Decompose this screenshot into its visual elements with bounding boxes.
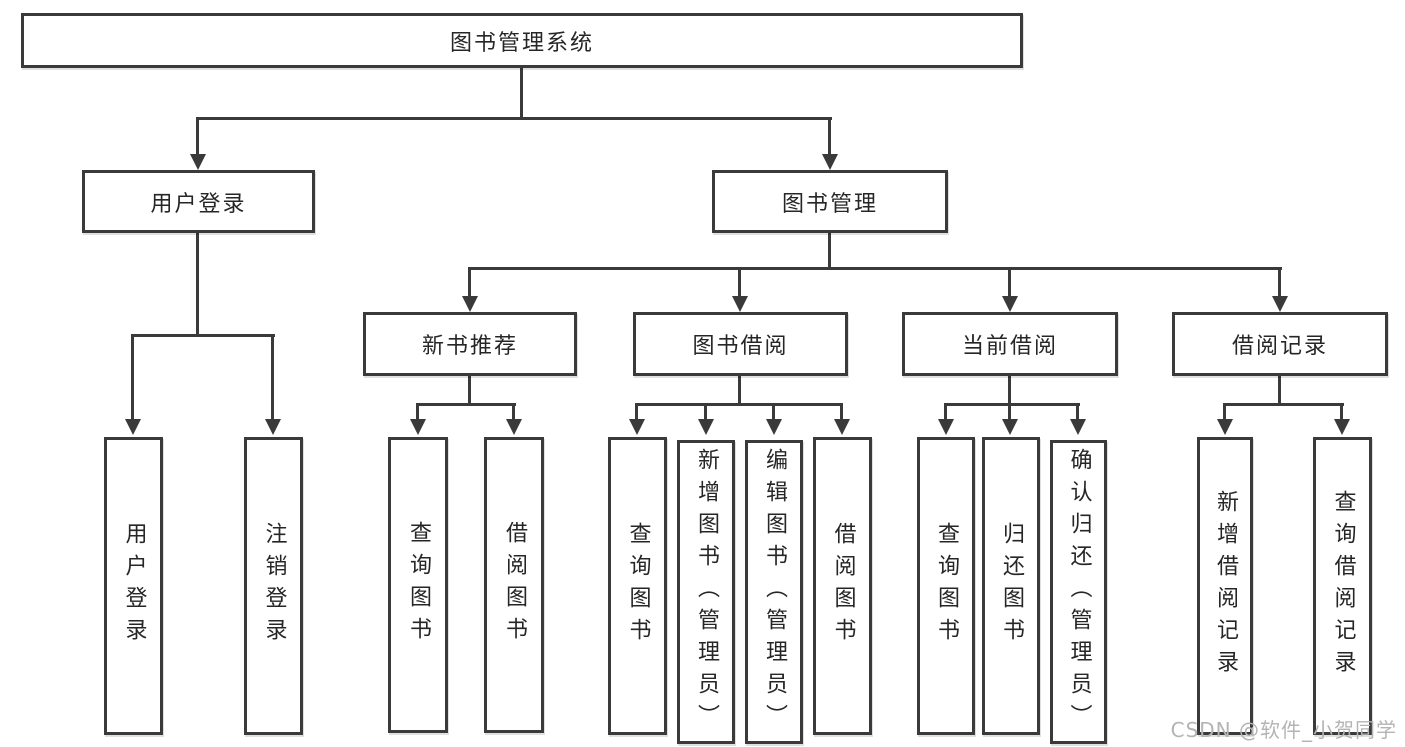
arrowhead-down-icon bbox=[732, 296, 748, 312]
connector-to-nr-query-book bbox=[416, 403, 419, 421]
connector-to-bb-query-book bbox=[635, 403, 638, 421]
arrowhead-down-icon bbox=[1002, 419, 1018, 435]
connector-to-br-query-record bbox=[1340, 403, 1343, 421]
connector-to-ul-logout bbox=[271, 334, 274, 420]
leaf-bb-query-book-label: 查询图书 bbox=[625, 522, 651, 650]
leaf-bb-add-book: 新增图书（管理员） bbox=[677, 440, 735, 744]
node-user-login-label: 用户登录 bbox=[150, 191, 247, 217]
node-current-borrow-label: 当前借阅 bbox=[961, 334, 1058, 359]
arrowhead-down-icon bbox=[938, 419, 954, 435]
leaf-logout-label: 注销登录 bbox=[261, 522, 287, 650]
arrowhead-down-icon bbox=[822, 154, 838, 170]
leaf-bb-query-book: 查询图书 bbox=[608, 437, 667, 735]
arrowhead-down-icon bbox=[698, 419, 714, 435]
node-new-book-recommend-label: 新书推荐 bbox=[421, 334, 518, 359]
arrowhead-down-icon bbox=[1334, 419, 1350, 435]
connector-to-br-add-record bbox=[1223, 403, 1226, 421]
leaf-br-query-record: 查询借阅记录 bbox=[1313, 437, 1372, 735]
leaf-br-add-record: 新增借阅记录 bbox=[1197, 437, 1253, 735]
arrowhead-down-icon bbox=[1217, 419, 1233, 435]
arrowhead-down-icon bbox=[190, 154, 206, 170]
arrowhead-down-icon bbox=[265, 419, 281, 435]
arrowhead-down-icon bbox=[125, 419, 141, 435]
connector-new-book-recommend-bus bbox=[416, 403, 516, 406]
arrowhead-down-icon bbox=[1002, 296, 1018, 312]
connector-user-login-bus bbox=[131, 334, 275, 337]
leaf-nr-query-book: 查询图书 bbox=[388, 437, 448, 733]
node-book-borrow-label: 图书借阅 bbox=[692, 334, 789, 359]
connector-to-ul-user-login bbox=[131, 334, 134, 420]
leaf-br-query-record-label: 查询借阅记录 bbox=[1330, 490, 1356, 682]
node-book-management: 图书管理 bbox=[712, 170, 948, 233]
leaf-bb-edit-book: 编辑图书（管理员） bbox=[745, 440, 803, 744]
arrowhead-down-icon bbox=[1272, 296, 1288, 312]
node-borrow-records: 借阅记录 bbox=[1172, 312, 1388, 376]
connector-to-cb-confirm-return bbox=[1076, 403, 1079, 421]
connector-to-cb-return-book bbox=[1008, 403, 1011, 421]
arrowhead-down-icon bbox=[410, 419, 426, 435]
node-root: 图书管理系统 bbox=[21, 13, 1023, 68]
arrowhead-down-icon bbox=[629, 419, 645, 435]
leaf-nr-borrow-book-label: 借阅图书 bbox=[502, 521, 527, 649]
connector-book-borrow-bus bbox=[635, 403, 843, 406]
arrowhead-down-icon bbox=[834, 419, 850, 435]
connector-to-borrow-records bbox=[1278, 267, 1281, 298]
connector-to-bb-borrow-book bbox=[840, 403, 843, 421]
node-book-borrow: 图书借阅 bbox=[633, 312, 848, 376]
connector-book-management-stem bbox=[828, 231, 831, 270]
leaf-nr-query-book-label: 查询图书 bbox=[406, 521, 431, 649]
arrowhead-down-icon bbox=[766, 419, 782, 435]
leaf-logout: 注销登录 bbox=[244, 437, 303, 735]
leaf-bb-add-book-label: 新增图书（管理员） bbox=[694, 448, 719, 736]
connector-root-stem bbox=[520, 66, 523, 118]
connector-to-user-login bbox=[196, 117, 199, 157]
node-book-management-label: 图书管理 bbox=[781, 191, 878, 217]
leaf-cb-query-book: 查询图书 bbox=[917, 437, 975, 735]
connector-to-bb-add-book bbox=[704, 403, 707, 421]
node-current-borrow: 当前借阅 bbox=[902, 312, 1118, 376]
leaf-cb-return-book: 归还图书 bbox=[982, 437, 1040, 735]
connector-book-borrow-stem bbox=[738, 374, 741, 406]
connector-to-new-book-recommend bbox=[468, 267, 471, 298]
connector-to-cb-query-book bbox=[944, 403, 947, 421]
connector-borrow-records-stem bbox=[1278, 374, 1281, 406]
connector-borrow-records-bus bbox=[1223, 403, 1344, 406]
connector-to-book-borrow bbox=[738, 267, 741, 298]
leaf-bb-edit-book-label: 编辑图书（管理员） bbox=[762, 448, 787, 736]
leaf-br-add-record-label: 新增借阅记录 bbox=[1213, 490, 1238, 682]
leaf-cb-confirm-return-label: 确认归还（管理员） bbox=[1066, 448, 1092, 736]
connector-current-borrow-bus bbox=[944, 403, 1080, 406]
node-user-login: 用户登录 bbox=[82, 170, 315, 233]
connector-to-nr-borrow-book bbox=[512, 403, 515, 421]
leaf-cb-confirm-return: 确认归还（管理员） bbox=[1050, 440, 1107, 744]
arrowhead-down-icon bbox=[1070, 419, 1086, 435]
arrowhead-down-icon bbox=[462, 296, 478, 312]
leaf-bb-borrow-book: 借阅图书 bbox=[813, 437, 872, 735]
arrowhead-down-icon bbox=[506, 419, 522, 435]
connector-to-bb-edit-book bbox=[772, 403, 775, 421]
connector-to-book-management bbox=[828, 117, 831, 157]
connector-to-current-borrow bbox=[1008, 267, 1011, 298]
connector-user-login-stem bbox=[196, 231, 199, 336]
leaf-cb-return-book-label: 归还图书 bbox=[999, 522, 1024, 650]
node-root-label: 图书管理系统 bbox=[449, 30, 594, 56]
connector-book-management-bus bbox=[468, 267, 1282, 270]
connector-current-borrow-stem bbox=[1008, 374, 1011, 406]
node-borrow-records-label: 借阅记录 bbox=[1231, 334, 1328, 359]
leaf-user-login: 用户登录 bbox=[104, 437, 163, 735]
leaf-user-login-label: 用户登录 bbox=[121, 522, 147, 650]
node-new-book-recommend: 新书推荐 bbox=[363, 312, 577, 376]
leaf-bb-borrow-book-label: 借阅图书 bbox=[830, 522, 856, 650]
connector-root-bus bbox=[196, 117, 832, 120]
watermark-text: CSDN @软件_小贺同学 bbox=[1170, 718, 1397, 742]
leaf-cb-query-book-label: 查询图书 bbox=[934, 522, 959, 650]
leaf-nr-borrow-book: 借阅图书 bbox=[484, 437, 544, 733]
connector-new-book-recommend-stem bbox=[468, 374, 471, 406]
